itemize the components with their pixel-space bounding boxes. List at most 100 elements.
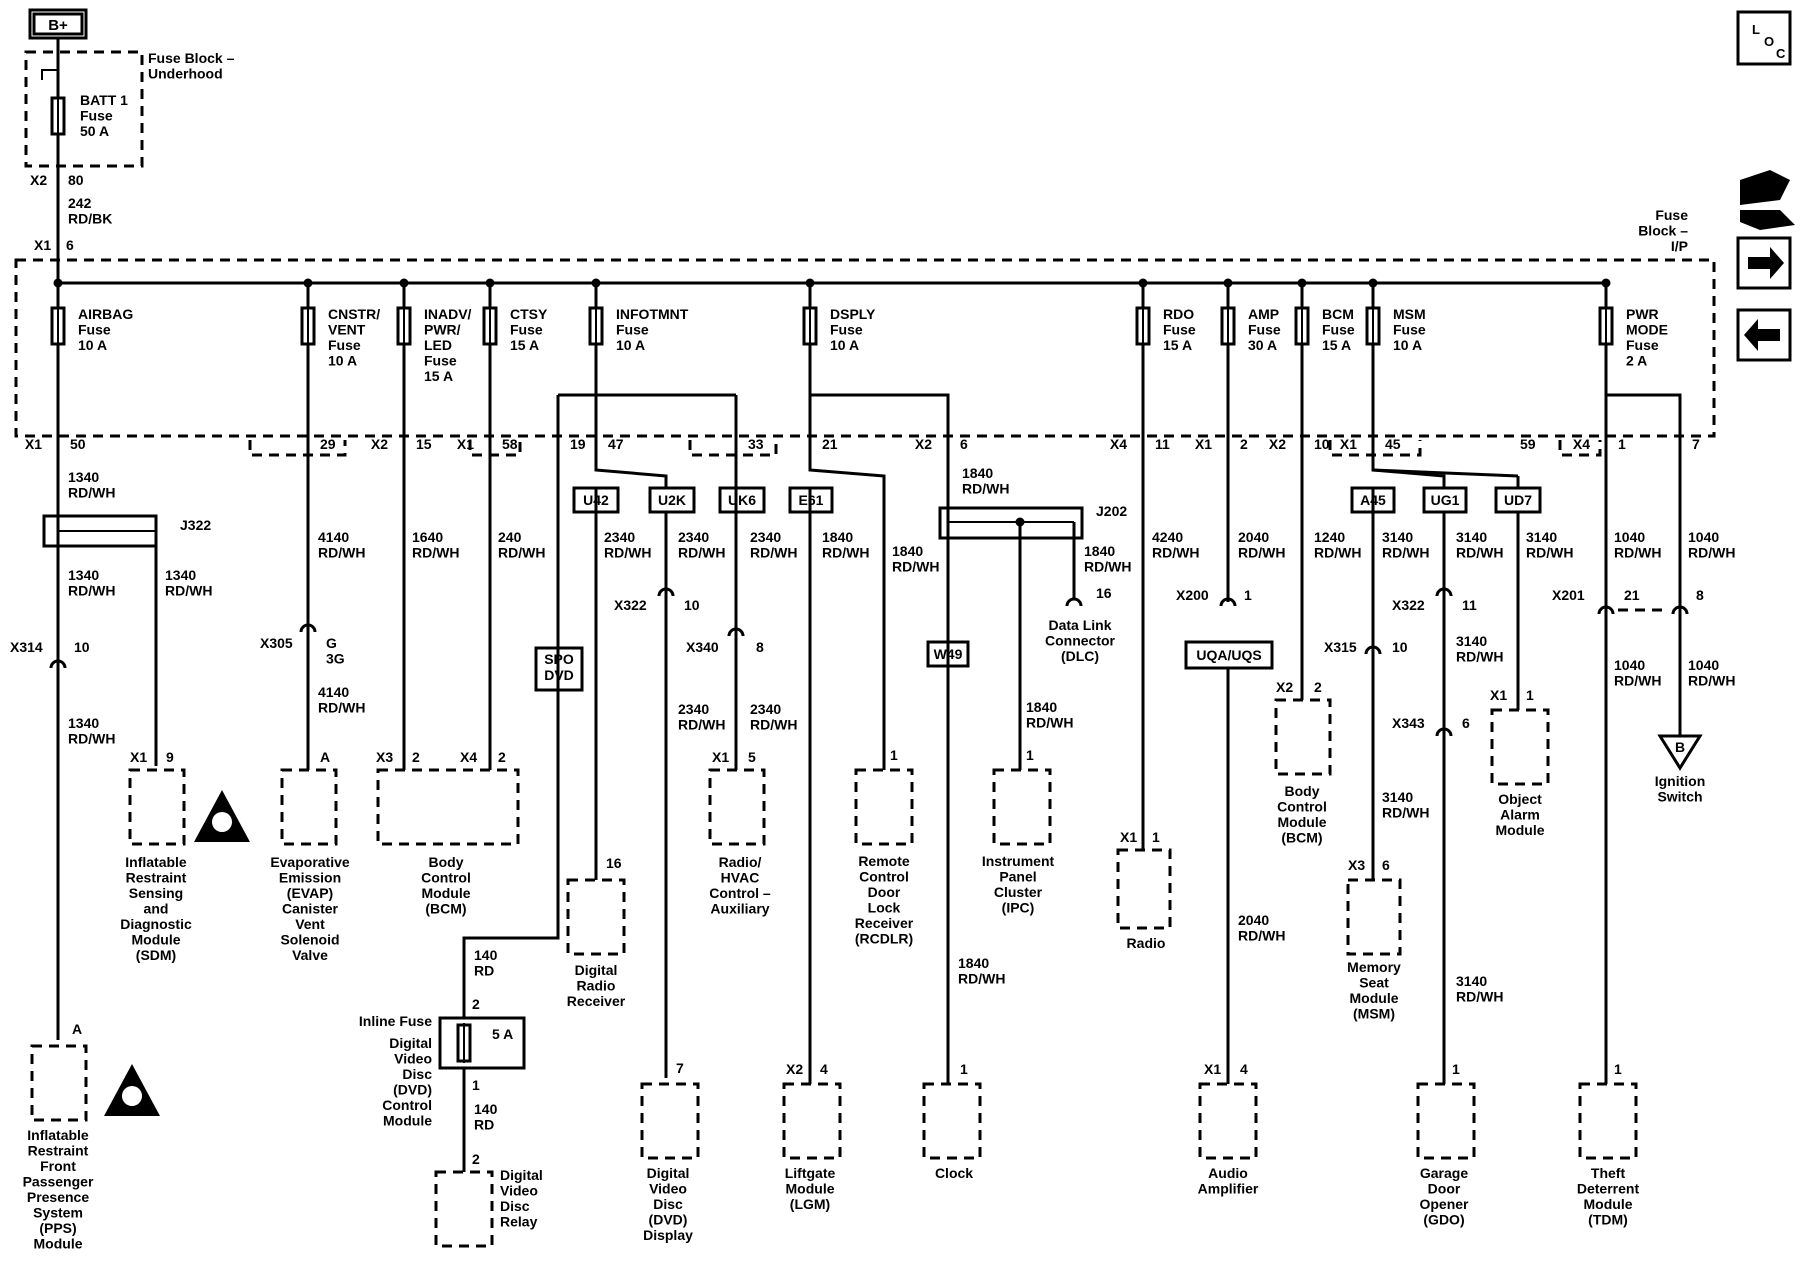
- inline-fuse-label: Inline Fuse: [359, 1013, 432, 1029]
- conn-label: X1: [130, 749, 147, 765]
- airbag-warning-icon-face: [122, 1086, 142, 1106]
- block-pin-label: 1: [1618, 436, 1626, 452]
- block-conn-label: X1: [1340, 436, 1357, 452]
- right-arrow-icon: [1748, 247, 1784, 279]
- pin-label: 1: [1026, 747, 1034, 763]
- pps-box: [30, 1044, 88, 1122]
- conn-label: X2: [1276, 679, 1293, 695]
- conn-label: X1: [712, 749, 729, 765]
- digital-radio-box: [566, 878, 626, 956]
- option-label: UG1: [1431, 492, 1460, 508]
- pin-label: 21: [1624, 587, 1640, 603]
- fuse-block-bracket: [41, 69, 58, 80]
- pin-label: 1: [960, 1061, 968, 1077]
- pin-label: 1: [1244, 587, 1252, 603]
- conn-label: X314: [10, 639, 43, 655]
- conn-label: X322: [1392, 597, 1425, 613]
- pin-label: A: [320, 749, 330, 765]
- x201b-connector: [1671, 605, 1689, 615]
- inline-fuse-rating: 5 A: [492, 1026, 513, 1042]
- pin-label: 7: [676, 1060, 684, 1076]
- block-conn-label: X2: [1269, 436, 1286, 452]
- pin-label: 2: [498, 749, 506, 765]
- option-label: UD7: [1504, 492, 1532, 508]
- branch-wire: [1371, 395, 1519, 478]
- x314-connector: [49, 659, 67, 669]
- tdm-box: [1578, 1082, 1638, 1160]
- x305-connector: [299, 623, 317, 633]
- block-pin-label: 2: [1240, 436, 1248, 452]
- option-label: UQA/UQS: [1196, 647, 1261, 663]
- block-pin-label: 50: [70, 436, 86, 452]
- block-conn-label: X2: [371, 436, 388, 452]
- block-pin-label: 7: [1692, 436, 1700, 452]
- x201-connector: [1597, 605, 1615, 615]
- block-conn-label: X1: [25, 436, 42, 452]
- block-pin-label: 19: [570, 436, 586, 452]
- block-pin-label: 6: [960, 436, 968, 452]
- pin-label: 16: [606, 855, 622, 871]
- rcdlr-box: [854, 768, 914, 846]
- radio-hvac-box: [708, 768, 766, 846]
- option-label: UK6: [728, 492, 756, 508]
- pin-label: 8: [1696, 587, 1704, 603]
- pin-label: 10: [684, 597, 700, 613]
- block-pin-label: 47: [608, 436, 624, 452]
- pin-label: 10: [74, 639, 90, 655]
- block-pin-label: 15: [416, 436, 432, 452]
- loc-button: [1736, 10, 1792, 66]
- block-conn-label: X1: [1195, 436, 1212, 452]
- conn-label: X305: [260, 635, 293, 651]
- option-label: U2K: [658, 492, 686, 508]
- option-box-u2k: [648, 486, 696, 514]
- option-box-w49: [926, 640, 970, 668]
- evap-box: [280, 768, 338, 846]
- pin-label: 6: [66, 237, 74, 253]
- option-label: U42: [583, 492, 609, 508]
- pin-label: 9: [166, 749, 174, 765]
- loc-letter: O: [1764, 34, 1774, 49]
- connector-shell: [1558, 440, 1602, 457]
- component-label: Clock: [935, 1165, 973, 1181]
- loc-letter: C: [1776, 46, 1786, 61]
- pin-label: 2: [1314, 679, 1322, 695]
- pin-label: 4: [1240, 1061, 1248, 1077]
- next-arrow-button: [1736, 236, 1792, 290]
- pin-label: 6: [1462, 715, 1470, 731]
- branch-wire: [1371, 395, 1446, 488]
- option-box-a45: [1350, 486, 1396, 514]
- dlc-connector: [1065, 597, 1083, 607]
- connector-shell: [688, 440, 778, 457]
- x322b-connector: [1435, 587, 1453, 597]
- option-label: E61: [799, 492, 824, 508]
- connector-shell: [1328, 440, 1422, 457]
